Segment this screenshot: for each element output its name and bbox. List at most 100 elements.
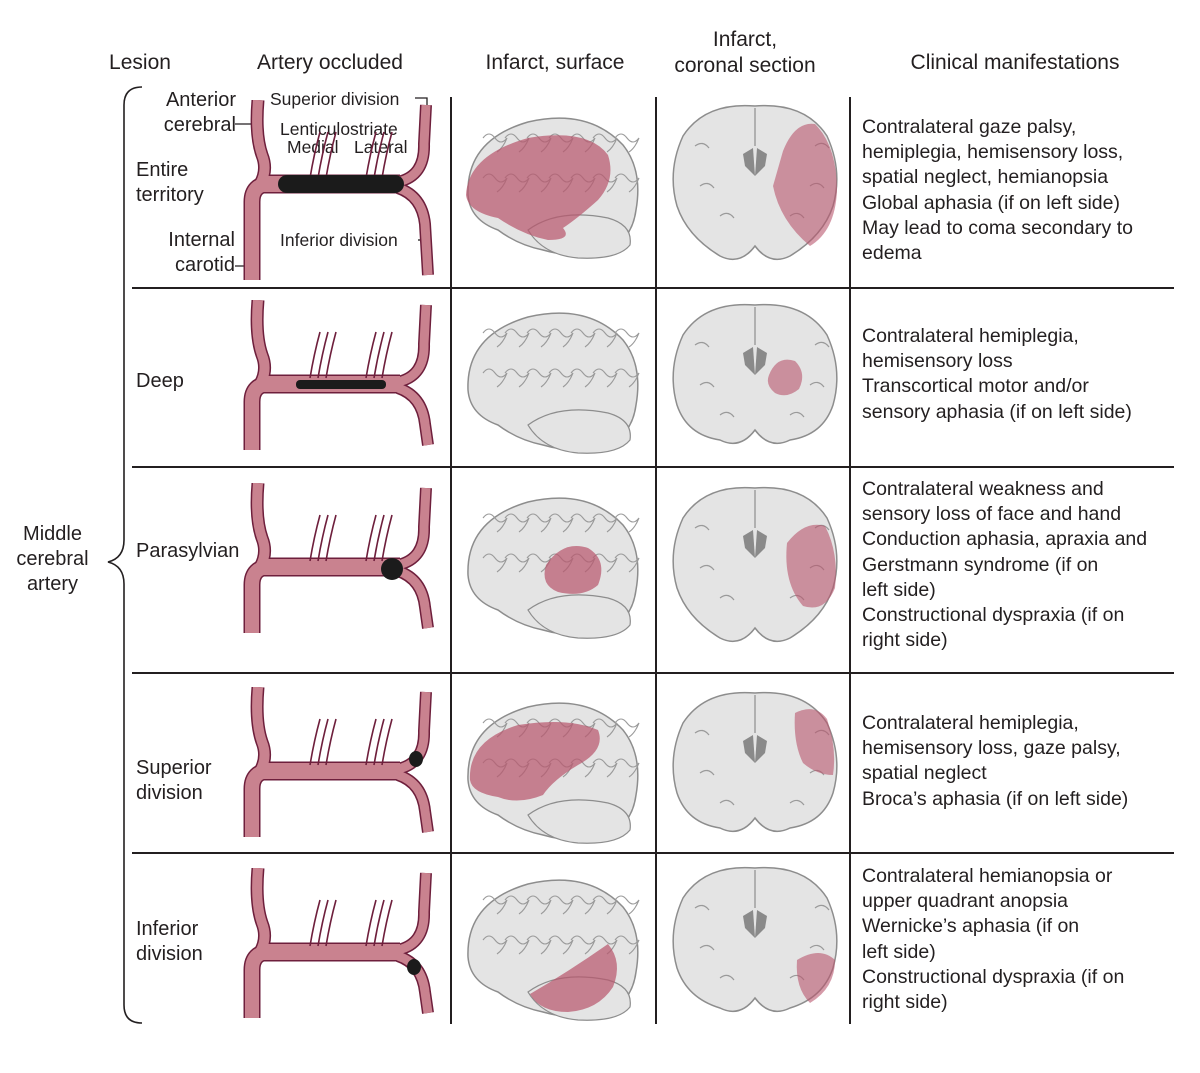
gyrus-line <box>504 368 530 388</box>
sulcus-line <box>719 411 735 418</box>
surface-svg <box>467 879 640 1021</box>
sulcus-line <box>699 769 715 776</box>
lenticulostriate-branch <box>381 131 393 179</box>
gyrus-line <box>482 895 508 915</box>
lenticulostriate-branch <box>381 331 393 379</box>
lenticulostriate-branch <box>309 718 321 766</box>
internal-carotid-artery <box>245 560 271 633</box>
lenticulostriate-branch <box>309 514 321 562</box>
gyrus-line <box>570 895 596 915</box>
coronal-section-inferior <box>665 858 845 1033</box>
gyrus-line <box>592 718 618 738</box>
internal-carotid-artery <box>245 377 271 450</box>
lenticulostriate-branch <box>325 331 337 379</box>
gyrus-line <box>482 935 508 955</box>
row-divider-4 <box>132 852 1174 854</box>
side-label-line: Middle <box>23 523 82 545</box>
superior-division-artery <box>396 304 431 387</box>
header-infarct-coronal: Infarct, coronal section <box>660 27 830 79</box>
gyrus-line <box>592 513 618 533</box>
gyrus-line <box>570 935 596 955</box>
lesion-label-line: territory <box>136 184 204 206</box>
lenticulostriate-branch <box>317 331 329 379</box>
lenticulostriate-branch <box>325 718 337 766</box>
artery-svg <box>243 299 434 450</box>
inferior-division-artery <box>396 183 433 276</box>
lesion-label-parasylvian: Parasylvian <box>136 539 239 564</box>
lenticulostriate-branch <box>325 131 337 179</box>
gyrus-line <box>504 513 530 533</box>
lenticulostriate-branch <box>365 514 377 562</box>
superior-division-artery <box>396 104 431 187</box>
coronal-svg <box>672 303 838 445</box>
label-line: Internal <box>168 229 235 251</box>
superior-division-artery <box>396 487 431 570</box>
header-coronal-line1: Infarct, <box>712 28 778 51</box>
column-divider-3 <box>849 97 851 1024</box>
lenticulostriate-branch <box>317 514 329 562</box>
coronal-svg <box>672 866 838 1013</box>
gyrus-line <box>482 133 508 153</box>
gyrus-line <box>482 553 508 573</box>
sulcus-line <box>699 564 715 571</box>
gyrus-line <box>614 173 640 193</box>
inferior-division-artery <box>396 566 433 629</box>
lenticulostriate-branch <box>317 718 329 766</box>
lesion-label-line: Parasylvian <box>136 540 240 562</box>
sulcus-line <box>814 904 830 911</box>
lateral-ventricle <box>743 735 755 763</box>
anterior-cerebral-artery <box>252 867 270 955</box>
gyrus-line <box>570 368 596 388</box>
sulcus-line <box>809 381 825 388</box>
internal-carotid-artery <box>245 945 271 1018</box>
artery-diagram-entire <box>240 99 440 285</box>
lateral-ventricle <box>743 910 755 938</box>
anterior-cerebral-artery <box>252 482 270 570</box>
side-label-line: artery <box>26 573 79 595</box>
coronal-section-superior <box>665 683 845 853</box>
lateral-ventricle <box>755 530 767 558</box>
row-divider-1 <box>132 287 1174 289</box>
temporal-lobe <box>527 594 631 639</box>
brain-surface-deep <box>458 295 648 470</box>
label-line: carotid <box>174 254 235 276</box>
lenticulostriate-branch <box>365 718 377 766</box>
clinical-text-superior: Contralateral hemiplegia, hemisensory lo… <box>862 712 1129 810</box>
gyrus-line <box>614 368 640 388</box>
gyrus-line <box>614 895 640 915</box>
brain-surface-inferior <box>458 862 648 1037</box>
infarct-region <box>767 359 803 396</box>
infarct-region <box>466 135 611 240</box>
clinical-text-entire: Contralateral gaze palsy, hemiplegia, he… <box>862 116 1133 265</box>
header-lesion: Lesion <box>109 51 171 74</box>
lenticulostriate-branch <box>373 718 385 766</box>
side-label-line: cerebral <box>16 548 89 570</box>
coronal-svg <box>672 104 838 261</box>
artery-svg <box>243 99 434 280</box>
sulcus-line <box>719 974 735 981</box>
artery-diagram-deep <box>240 299 440 455</box>
artery-svg <box>243 482 434 633</box>
inferior-division-artery <box>396 383 433 446</box>
sulcus-line <box>814 341 830 348</box>
surface-svg <box>467 497 640 639</box>
gyrus-line <box>504 328 530 348</box>
anterior-cerebral-artery <box>252 99 270 187</box>
gyrus-line <box>504 553 530 573</box>
artery-diagram-superior <box>240 686 440 842</box>
lenticulostriate-branch <box>365 899 377 947</box>
lateral-ventricle <box>755 347 767 375</box>
lesion-label-entire-territory: Entire territory <box>136 158 204 208</box>
gyrus-line <box>526 895 552 915</box>
label-inferior-division: Inferior division <box>280 230 398 250</box>
row-divider-2 <box>132 466 1174 468</box>
gyrus-line <box>548 368 574 388</box>
header-coronal-line2: coronal section <box>674 54 816 77</box>
label-line: cerebral <box>163 114 236 136</box>
infarct-region <box>796 953 835 1003</box>
artery-diagram-parasylvian <box>240 482 440 638</box>
artery-svg <box>243 867 434 1018</box>
lenticulostriate-branch <box>317 131 329 179</box>
gyrus-line <box>592 328 618 348</box>
coronal-svg <box>672 486 838 643</box>
